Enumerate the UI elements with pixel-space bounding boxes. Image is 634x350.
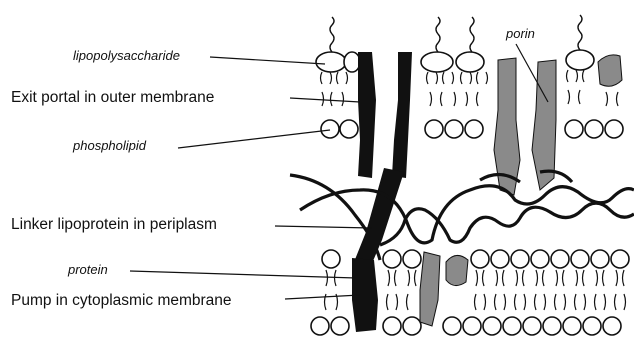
label-exit-portal: Exit portal in outer membrane: [11, 90, 214, 106]
gray-protein-cm-small: [446, 255, 468, 285]
gray-protein-top: [598, 55, 622, 86]
exit-portal-right: [392, 52, 412, 178]
gray-protein-cm: [420, 252, 440, 326]
label-linker: Linker lipoprotein in periplasm: [11, 217, 217, 233]
label-pump: Pump in cytoplasmic membrane: [11, 293, 232, 309]
lps-chains: [330, 15, 582, 52]
label-phospholipid: phospholipid: [73, 139, 146, 152]
label-lipopolysaccharide: lipopolysaccharide: [73, 49, 180, 62]
periplasm-mesh: [290, 171, 634, 260]
label-protein: protein: [68, 263, 108, 276]
label-porin: porin: [506, 27, 535, 40]
exit-portal-left: [358, 52, 376, 178]
